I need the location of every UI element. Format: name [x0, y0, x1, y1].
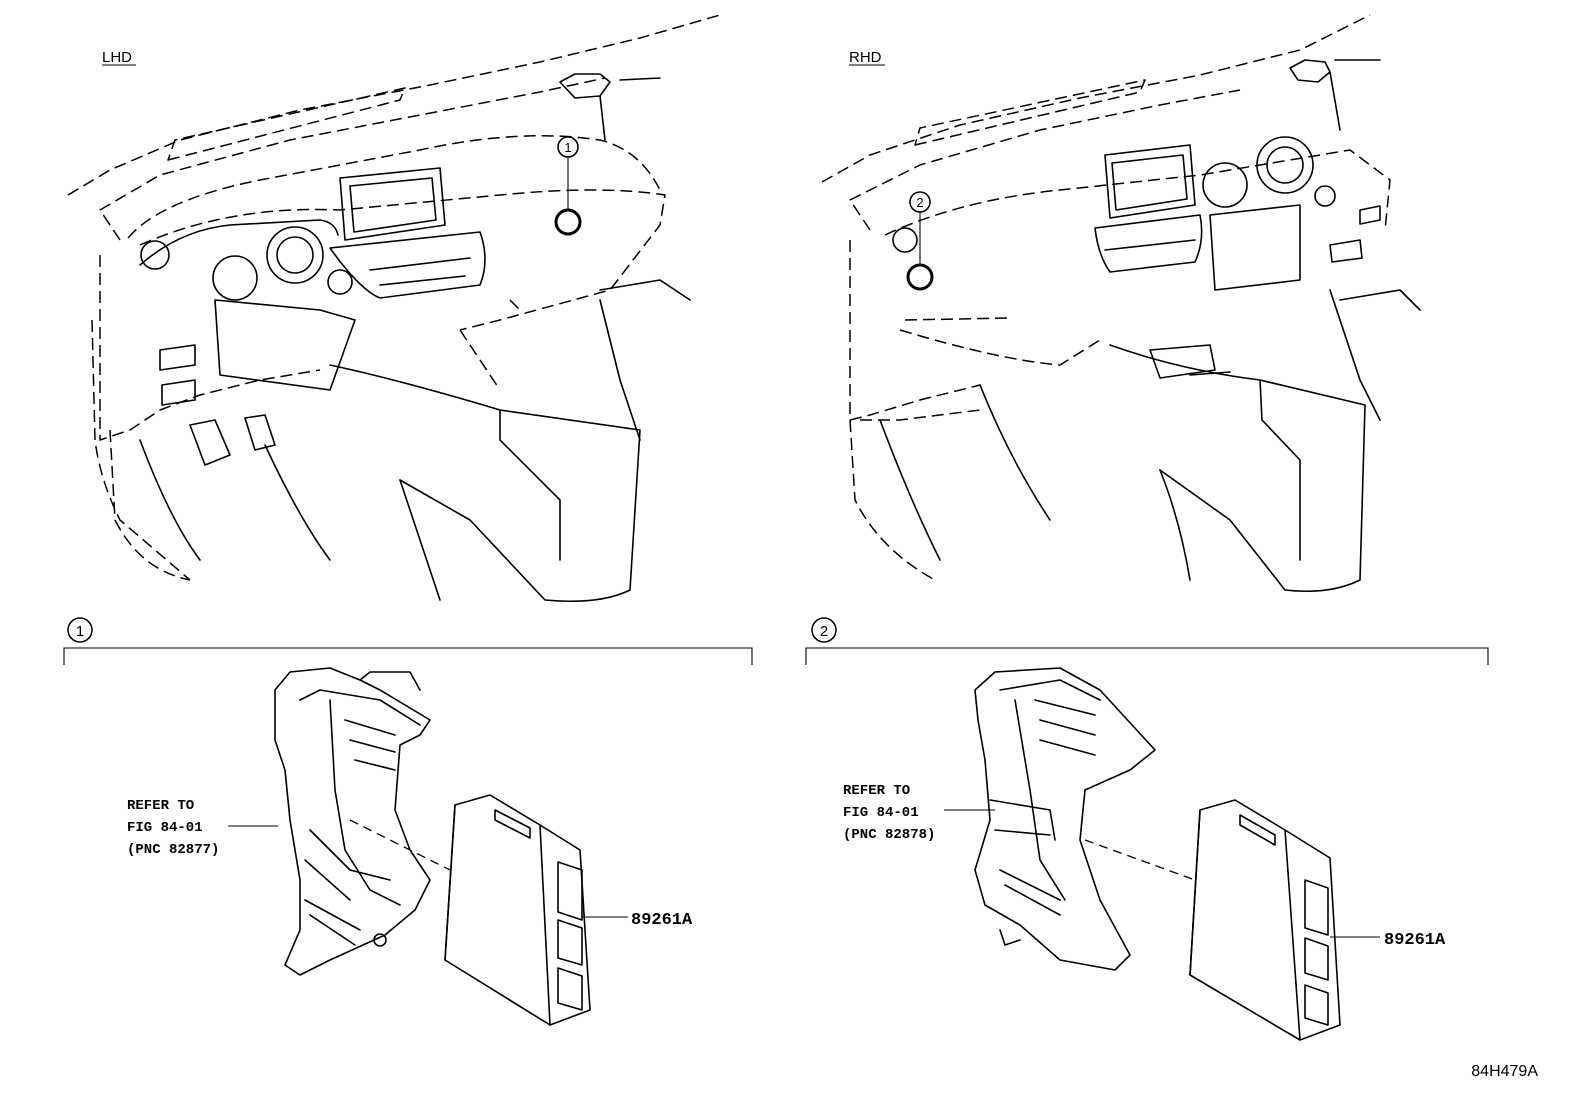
drawing-id: 84H479A [1471, 1063, 1538, 1080]
lhd-gauge-left [212, 255, 258, 301]
detail-2-section: 2 REFER TO FIG 84-01 (PNC 82878) 89261A [805, 617, 1489, 1041]
rhd-location-target [906, 263, 934, 291]
lhd-part-number: 89261A [631, 911, 693, 930]
detail-2-marker-label: 2 [820, 623, 828, 640]
lhd-refer-line3: (PNC 82877) [127, 842, 219, 858]
detail-2-bracket-line [805, 647, 1489, 665]
lhd-label: LHD [102, 49, 132, 66]
rhd-part-number: 89261A [1384, 931, 1446, 950]
rhd-refer-line2: FIG 84-01 [843, 805, 919, 821]
rhd-center-display [1104, 144, 1196, 219]
rhd-refer-line1: REFER TO [843, 783, 910, 799]
rhd-refer-line3: (PNC 82878) [843, 827, 935, 843]
rhd-pillar-vent [1289, 59, 1331, 83]
rhd-gauge-left [1202, 162, 1248, 208]
rhd-junction-block [974, 667, 1156, 971]
rhd-side-vent [892, 227, 918, 253]
lhd-side-vent [140, 240, 170, 270]
detail-1-bracket-line [63, 647, 753, 665]
lhd-install-direction [349, 819, 451, 871]
rhd-gauge-right [1256, 136, 1314, 194]
detail-2-marker-circle [811, 617, 837, 643]
detail-1-section: 1 REFER TO FIG 84-01 (PNC 82877) 8926 [63, 617, 753, 1026]
rhd-knee-panel [1209, 204, 1301, 291]
lhd-refer-line1: REFER TO [127, 798, 194, 814]
lhd-gauge-right [266, 226, 324, 284]
detail-1-marker-circle [67, 617, 93, 643]
lhd-knee-panel [214, 299, 356, 391]
rhd-install-direction [1084, 839, 1196, 881]
lhd-refer-line2: FIG 84-01 [127, 820, 203, 836]
lhd-marker-1-label: 1 [564, 140, 571, 155]
rhd-ecu-module [1189, 799, 1341, 1041]
lhd-ecu-module [444, 794, 591, 1026]
lhd-junction-block [274, 667, 431, 976]
detail-1-marker-label: 1 [76, 623, 84, 640]
rhd-marker-2-label: 2 [916, 195, 923, 210]
rhd-dashboard-drawing: RHD 2 [821, 14, 1421, 593]
lhd-dashboard-drawing: LHD [67, 14, 721, 602]
lhd-center-display [339, 167, 446, 241]
lhd-location-target [554, 208, 582, 236]
rhd-label: RHD [849, 49, 882, 66]
lhd-pillar-vent [559, 73, 611, 99]
lhd-pedal [189, 419, 231, 466]
